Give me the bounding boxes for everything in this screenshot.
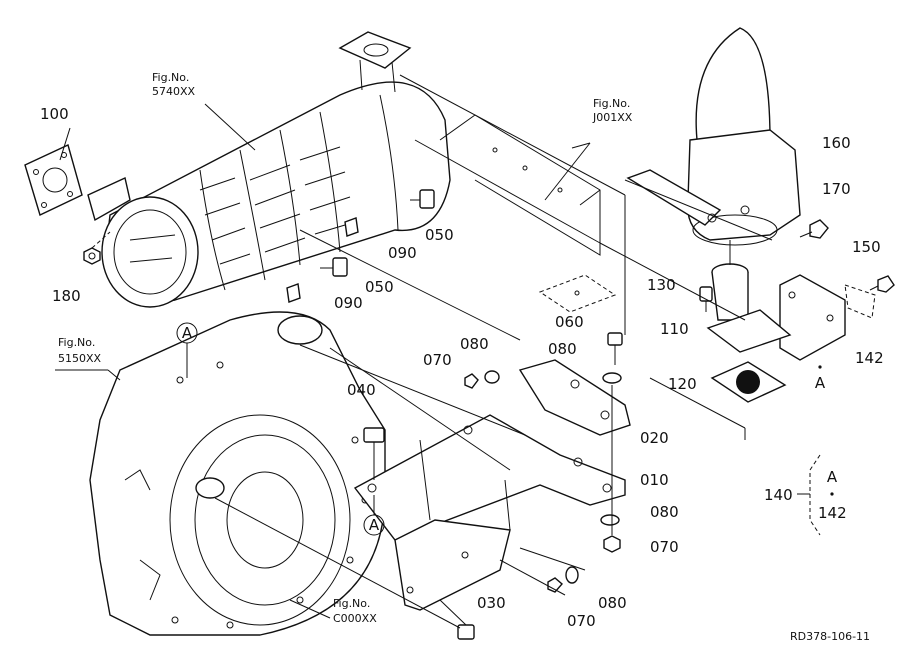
callout-110[interactable]: 110	[660, 320, 689, 338]
bolt-150	[869, 275, 895, 293]
bolt-170	[799, 219, 829, 239]
callout-142[interactable]: 142	[818, 504, 847, 522]
callouts: 100 180 050 050 090 090 160 170 150 130 …	[40, 105, 884, 630]
callout-030[interactable]: 030	[477, 594, 506, 612]
group-bracket-140	[809, 454, 821, 536]
marker-a-label: A	[369, 516, 380, 534]
gasket-120	[649, 361, 787, 440]
fig-ref-line2: 5150XX	[58, 352, 102, 365]
callout-020[interactable]: 020	[640, 429, 669, 447]
exhaust-outlet-pipe-160	[626, 27, 801, 246]
callout-070[interactable]: 070	[650, 538, 679, 556]
fig-ref-5740xx[interactable]: Fig.No. 5740XX	[152, 71, 196, 98]
bolts-050	[320, 189, 435, 277]
callout-070[interactable]: 070	[423, 351, 452, 369]
callout-070[interactable]: 070	[567, 612, 596, 630]
fig-ref-line1: Fig.No.	[333, 597, 370, 610]
drawing-code: RD378-106-11	[790, 630, 870, 643]
callout-180[interactable]: 180	[52, 287, 81, 305]
marker-a-label: A	[815, 374, 826, 392]
callout-060[interactable]: 060	[555, 313, 584, 331]
fig-ref-line2: C000XX	[333, 612, 377, 625]
callout-170[interactable]: 170	[822, 180, 851, 198]
fig-ref-line1: Fig.No.	[593, 97, 630, 110]
fig-ref-5150xx[interactable]: Fig.No. 5150XX	[58, 336, 102, 365]
flywheel-housing	[89, 311, 386, 636]
marker-a-label: A	[182, 324, 193, 342]
fig-ref-j001xx[interactable]: Fig.No. J001XX	[592, 97, 633, 124]
gasket-120-center	[736, 370, 760, 394]
callout-080[interactable]: 080	[650, 503, 679, 521]
muffler-canister	[101, 31, 451, 308]
fig-ref-line1: Fig.No.	[152, 71, 189, 84]
marker-a-housing: A	[176, 322, 198, 378]
callout-080[interactable]: 080	[548, 340, 577, 358]
callout-080[interactable]: 080	[460, 335, 489, 353]
callout-100[interactable]: 100	[40, 105, 69, 123]
elbow-pipe-110	[706, 240, 792, 353]
clips-090	[286, 217, 359, 303]
callout-142[interactable]: 142	[855, 349, 884, 367]
gasket-100	[24, 144, 131, 222]
bracket-020	[518, 359, 631, 436]
fig-ref-c000xx[interactable]: Fig.No. C000XX	[333, 597, 377, 625]
callout-160[interactable]: 160	[822, 134, 851, 152]
callout-050[interactable]: 050	[365, 278, 394, 296]
callout-140[interactable]: 140	[764, 486, 793, 504]
heat-shield-panel	[399, 74, 626, 335]
bolt-030	[439, 599, 475, 640]
callout-050[interactable]: 050	[425, 226, 454, 244]
fig-ref-line2: J001XX	[592, 111, 633, 124]
callout-150[interactable]: 150	[852, 238, 881, 256]
alignment-lines	[214, 139, 773, 629]
fig-ref-line1: Fig.No.	[58, 336, 95, 349]
callout-010[interactable]: 010	[640, 471, 669, 489]
callout-120[interactable]: 120	[668, 375, 697, 393]
fig-ref-leaders	[55, 103, 591, 619]
callout-090[interactable]: 090	[334, 294, 363, 312]
fig-ref-line2: 5740XX	[152, 85, 196, 98]
marker-a-label: A	[827, 468, 838, 486]
callout-080[interactable]: 080	[598, 594, 627, 612]
bolt-040	[363, 427, 385, 480]
nuts-070	[464, 373, 621, 593]
bracket-142	[779, 274, 876, 361]
bolt-060	[607, 332, 623, 365]
callout-130[interactable]: 130	[647, 276, 676, 294]
callout-090[interactable]: 090	[388, 244, 417, 262]
callout-040[interactable]: 040	[347, 381, 376, 399]
bracket-010	[353, 414, 626, 611]
washers-080	[484, 370, 622, 584]
nut-180	[83, 231, 111, 265]
marker-a-bracket: A	[363, 495, 385, 536]
